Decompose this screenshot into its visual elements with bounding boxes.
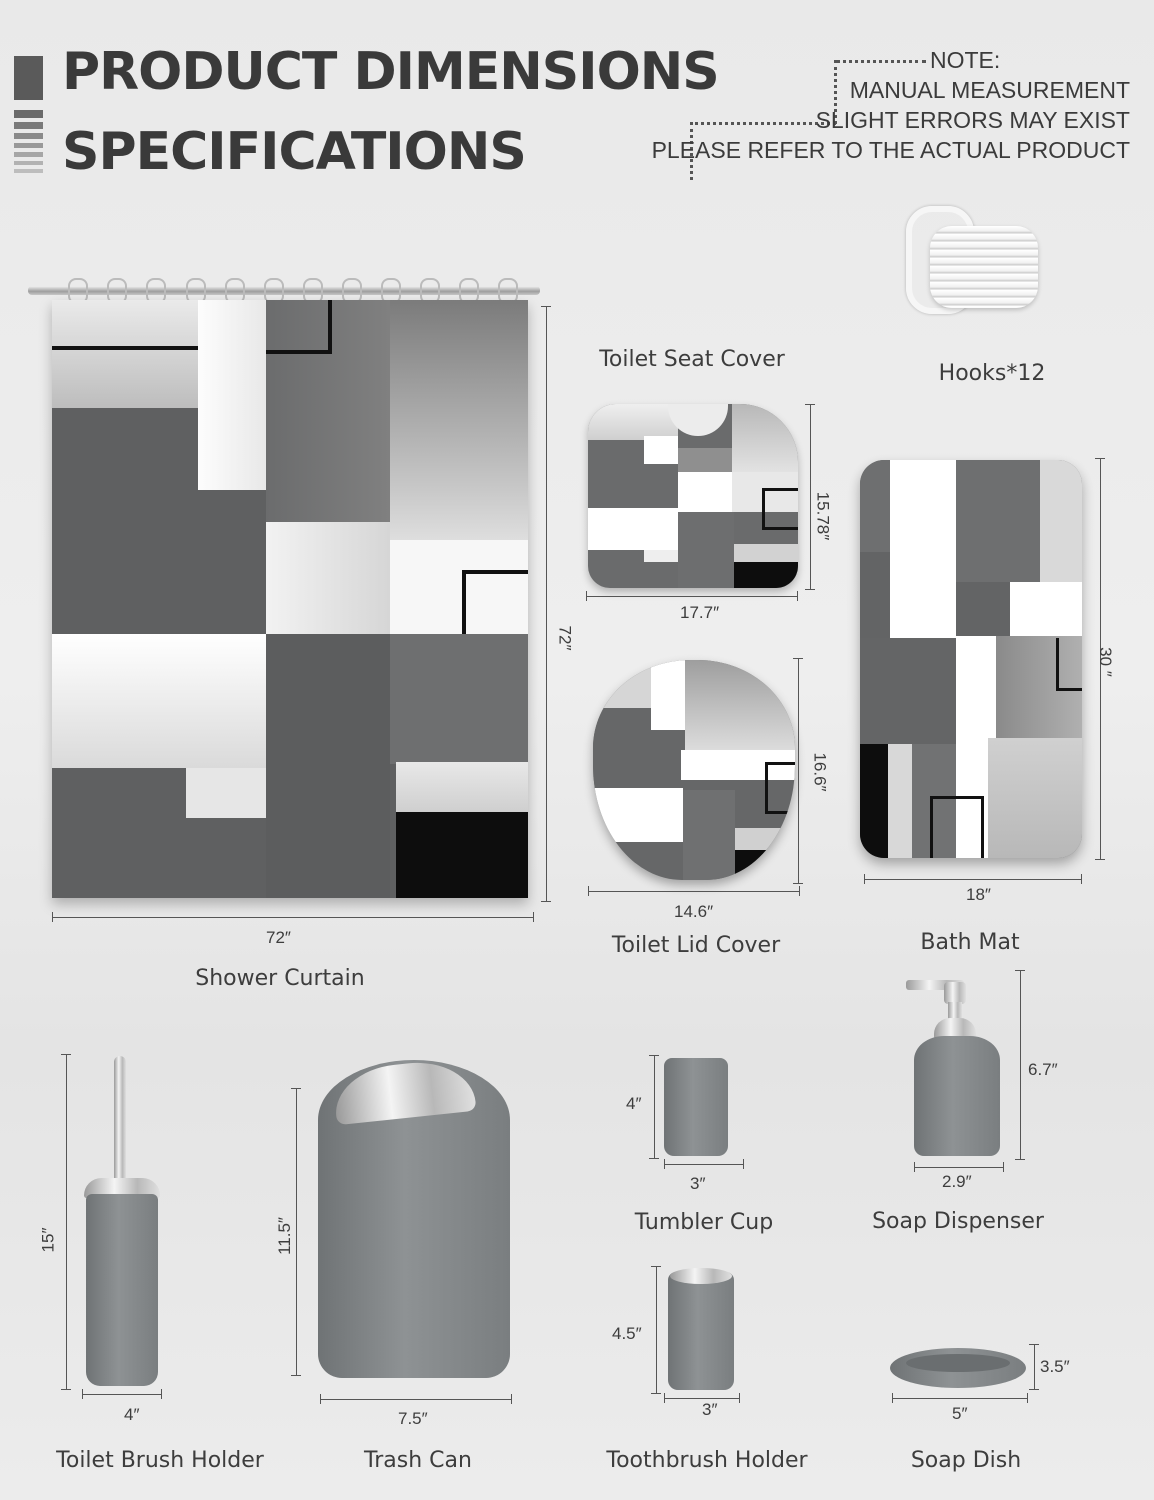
toilet-brush-lid — [84, 1178, 160, 1198]
page-title-line2: SPECIFICATIONS — [62, 122, 527, 182]
toilet-lid-cover-height-value: 16.6″ — [810, 752, 830, 792]
toilet-seat-cover-width-value: 17.7″ — [680, 603, 720, 622]
shower-curtain-image — [52, 300, 528, 898]
page-title-line1: PRODUCT DIMENSIONS — [62, 42, 720, 102]
toilet-brush-holder-image — [86, 1194, 158, 1386]
toothbrush-holder-width-value: 3″ — [702, 1400, 718, 1419]
toothbrush-holder-chrome-top — [670, 1268, 732, 1284]
curtain-rod — [28, 286, 540, 295]
soap-dish-height-value: 3.5″ — [1040, 1357, 1070, 1376]
toilet-lid-cover-image — [593, 660, 795, 880]
soap-dispenser-width-value: 2.9″ — [942, 1172, 972, 1191]
soap-dispenser-image — [914, 1036, 1000, 1156]
soap-dispenser-height-value: 6.7″ — [1028, 1060, 1058, 1079]
trash-can-width-value: 7.5″ — [398, 1409, 428, 1428]
toilet-brush-holder-height-value: 15″ — [38, 1227, 58, 1253]
toilet-seat-cover-image — [588, 404, 798, 588]
bath-mat-image — [860, 460, 1082, 858]
tumbler-cup-height-value: 4″ — [626, 1094, 642, 1113]
bath-mat-label: Bath Mat — [920, 930, 1020, 955]
trash-can-height-value: 11.5″ — [274, 1217, 294, 1255]
note-title: NOTE: — [930, 47, 1001, 73]
soap-dish-label: Soap Dish — [910, 1448, 1022, 1473]
tumbler-cup-image — [664, 1058, 728, 1156]
toilet-brush-handle-chrome — [114, 1056, 126, 1186]
toilet-lid-cover-label: Toilet Lid Cover — [611, 933, 781, 958]
soap-dispenser-nozzle — [906, 980, 964, 990]
note-line2: SLIGHT ERRORS MAY EXIST — [815, 107, 1130, 133]
soap-dish-inner — [906, 1354, 1010, 1372]
toilet-seat-cover-height-value: 15.78″ — [813, 491, 833, 541]
soap-dispenser-label: Soap Dispenser — [872, 1209, 1044, 1234]
tumbler-cup-width-value: 3″ — [690, 1174, 706, 1193]
soap-dish-width-value: 5″ — [952, 1404, 968, 1423]
curtain-width-value: 72″ — [266, 928, 291, 947]
toilet-seat-cover-label: Toilet Seat Cover — [599, 347, 785, 372]
toilet-brush-holder-width-value: 4″ — [124, 1405, 140, 1424]
hooks-label: Hooks*12 — [938, 361, 1046, 386]
shower-curtain-label: Shower Curtain — [195, 966, 365, 991]
toothbrush-holder-label: Toothbrush Holder — [606, 1448, 808, 1473]
toilet-lid-cover-width-value: 14.6″ — [674, 902, 714, 921]
bath-mat-width-value: 18″ — [966, 885, 991, 904]
hooks-image — [900, 204, 1060, 316]
note-line1: MANUAL MEASUREMENT — [849, 77, 1130, 103]
curtain-height-value: 72″ — [555, 625, 575, 651]
toothbrush-holder-image — [668, 1272, 734, 1390]
note-line3: PLEASE REFER TO THE ACTUAL PRODUCT — [651, 137, 1130, 163]
trash-can-label: Trash Can — [364, 1448, 472, 1473]
tumbler-cup-label: Tumbler Cup — [634, 1210, 774, 1235]
soap-dispenser-pump-head — [944, 982, 966, 1004]
bath-mat-height-value: 30 ″ — [1095, 647, 1115, 677]
toilet-brush-holder-label: Toilet Brush Holder — [56, 1448, 264, 1473]
toothbrush-holder-height-value: 4.5″ — [612, 1324, 642, 1343]
